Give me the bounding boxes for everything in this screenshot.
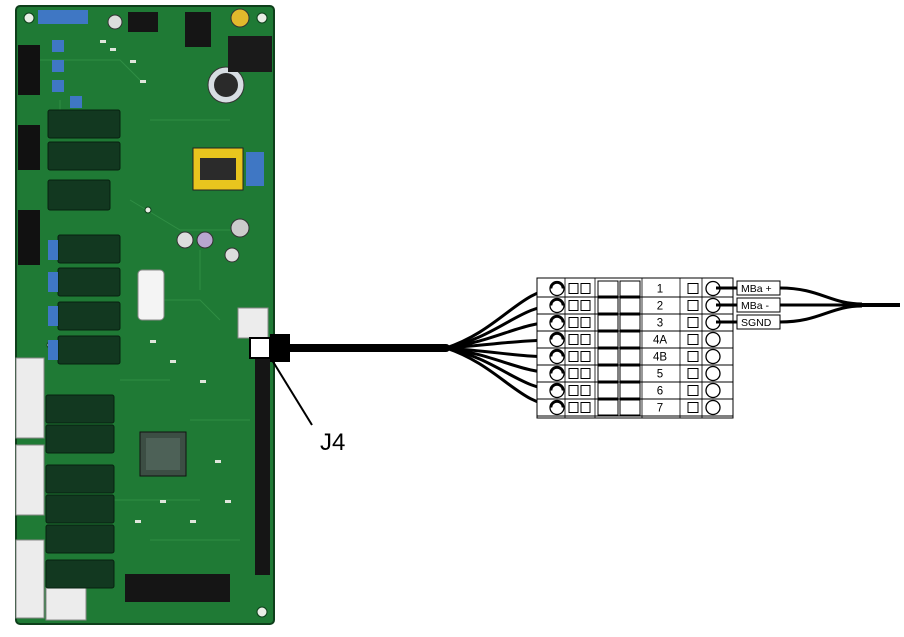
signal-label-mba-plus: MBa +	[741, 283, 772, 295]
cable-bundle	[284, 286, 560, 408]
screw-terminal-icon	[705, 348, 721, 365]
signal-mba-plus: MBa +	[736, 280, 781, 296]
microcontroller	[139, 431, 187, 477]
terminal-row-4a: 4A	[537, 331, 733, 349]
screw-terminal-icon	[705, 399, 721, 416]
screw-terminal-icon	[705, 331, 721, 348]
capacitors	[107, 8, 250, 263]
relays	[45, 109, 121, 589]
pin-label: 1	[657, 284, 663, 296]
pin-label: 4A	[653, 335, 667, 347]
pin-label: 2	[657, 301, 663, 313]
j4-label: J4	[320, 429, 345, 456]
j4-callout-line	[271, 359, 313, 426]
terminal-row-7: 7	[537, 399, 733, 417]
fuse-holder	[228, 36, 272, 72]
signal-mba-minus: MBa -	[736, 297, 781, 313]
blue-components	[38, 10, 264, 360]
bottom-headers	[125, 12, 270, 602]
signal-label-mba-minus: MBa -	[741, 300, 770, 312]
screw-terminal-icon	[705, 365, 721, 382]
terminal-block: 1 2 3 4A 4B 5 6 7	[536, 277, 734, 419]
screw-terminal-icon	[705, 382, 721, 399]
pin-label: 7	[657, 403, 663, 415]
signal-sgnd: SGND	[736, 314, 781, 330]
signal-label-sgnd: SGND	[741, 317, 772, 329]
pin-label: 4B	[653, 352, 667, 364]
j4-connector	[249, 334, 290, 362]
pin-label: 5	[657, 369, 663, 381]
signal-outputs: MBa + MBa - SGND	[716, 280, 900, 330]
transformer	[192, 147, 244, 191]
terminal-row-6: 6	[537, 382, 733, 400]
pin-label: 3	[657, 318, 663, 330]
left-headers	[18, 45, 40, 265]
pcb-board	[15, 5, 275, 625]
output-cable	[716, 286, 900, 324]
pin-label: 6	[657, 386, 663, 398]
smd-components	[100, 40, 231, 523]
